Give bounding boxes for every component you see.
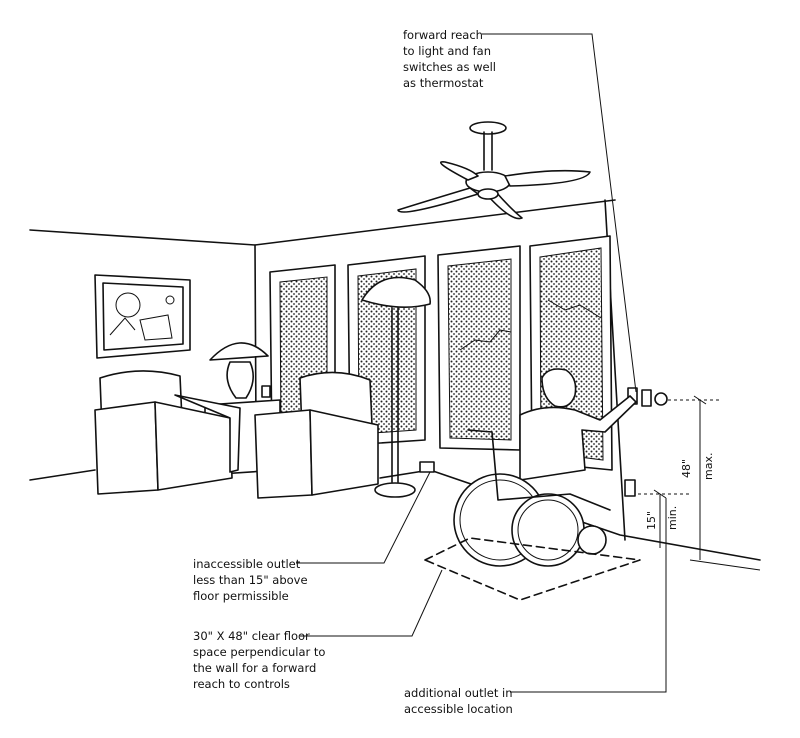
- callout-line: less than 15" above: [193, 573, 308, 587]
- callout-line: inaccessible outlet: [193, 557, 301, 571]
- callout-line: to light and fan: [403, 44, 492, 58]
- dim-15-value: 15": [645, 511, 658, 530]
- dimension-lines: [638, 395, 761, 571]
- callout-line: 30" X 48" clear floor: [193, 629, 310, 643]
- callout-line: as thermostat: [403, 76, 484, 90]
- callout-additional-outlet: additional outlet in accessible location: [404, 685, 513, 717]
- dim-48-value: 48": [680, 459, 693, 478]
- ceiling-fan: [397, 121, 591, 220]
- callout-inaccessible-outlet: inaccessible outlet less than 15" above …: [193, 556, 308, 604]
- callout-line: additional outlet in: [404, 686, 513, 700]
- callout-line: floor permissible: [193, 589, 289, 603]
- armchair-right: [254, 371, 379, 499]
- callout-forward-reach: forward reach to light and fan switches …: [403, 27, 496, 91]
- callout-clear-floor: 30" X 48" clear floor space perpendicula…: [193, 628, 325, 692]
- low-outlet: [419, 461, 435, 473]
- callout-line: space perpendicular to: [193, 645, 326, 659]
- leader-lines: [296, 33, 667, 693]
- armchair-left: [94, 370, 241, 495]
- dim-15-label: min.: [666, 506, 679, 530]
- wheelchair-user: [453, 368, 637, 567]
- fan-switch: [641, 389, 652, 407]
- callout-line: switches as well: [403, 60, 496, 74]
- callout-line: the wall for a forward: [193, 661, 317, 675]
- accessible-outlet: [624, 479, 636, 497]
- floor-lamp: [361, 276, 432, 498]
- wall-painting: [94, 274, 191, 359]
- callout-line: reach to controls: [193, 677, 290, 691]
- callout-line: forward reach: [403, 28, 483, 42]
- dim-48-label: max.: [702, 453, 715, 480]
- thermostat: [654, 392, 668, 406]
- clear-floor-space: [424, 537, 641, 601]
- callout-line: accessible location: [404, 702, 513, 716]
